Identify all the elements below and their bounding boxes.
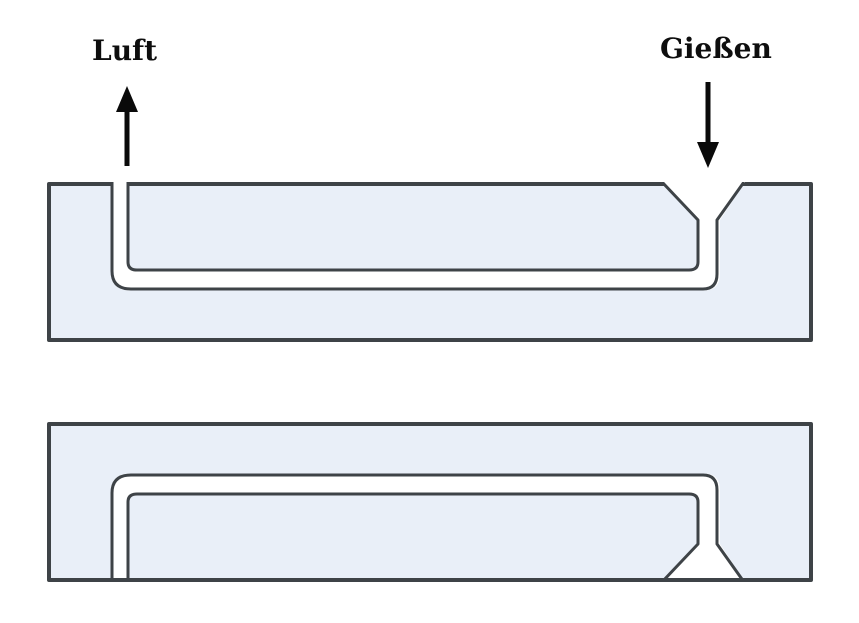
air-up-arrow (116, 86, 138, 166)
lower-channel-outer-wall (110, 473, 746, 582)
pour-label: Gießen (660, 32, 772, 65)
lower-mold-half (47, 422, 813, 582)
upper-channel-outer-wall (110, 182, 746, 291)
pour-down-arrow (697, 82, 719, 168)
lower-mold-border (47, 422, 813, 582)
air-vent-label: Luft (92, 34, 158, 67)
air-up-arrow-head (116, 86, 138, 112)
lower-mold-body (49, 424, 811, 580)
upper-channel-inner-wall (126, 182, 700, 272)
pour-down-arrow-head (697, 142, 719, 168)
upper-mold-body (47, 182, 813, 342)
lower-channel-inner-wall (126, 492, 700, 582)
upper-mold-half (47, 182, 813, 342)
